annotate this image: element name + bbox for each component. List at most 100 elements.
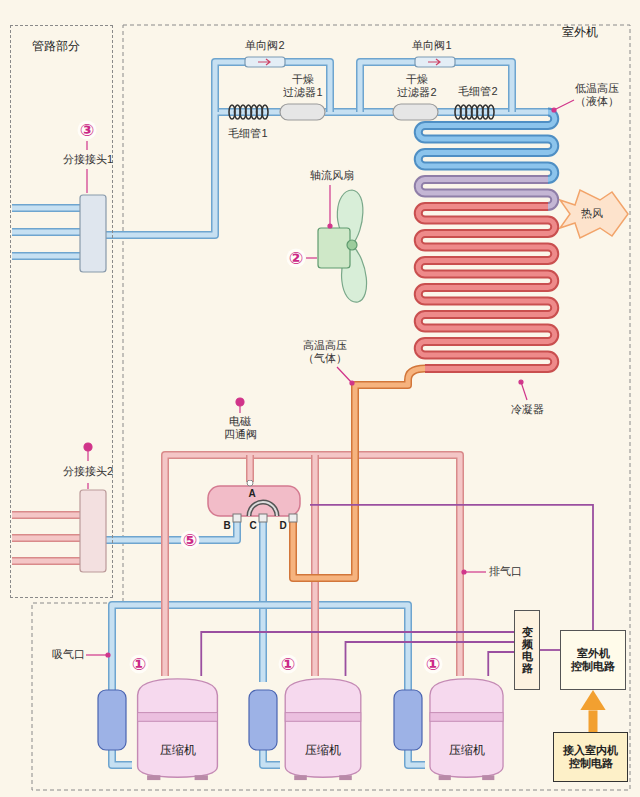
leader-line (239, 406, 240, 413)
refrigerant-pipe (12, 536, 80, 541)
leader-line (554, 100, 574, 110)
axial-fan (318, 228, 350, 268)
part-label: 分接接头1 (63, 153, 113, 166)
refrigerant-pipe (12, 228, 80, 236)
part-label: 吸气口 (52, 648, 85, 661)
refrigerant-pipe (106, 522, 237, 540)
callout-number: ① (279, 655, 298, 674)
box-label: 接入室内机 控制电路 (563, 744, 618, 770)
leader-line (328, 224, 332, 228)
callout-number: ③ (78, 121, 97, 140)
compressor-body (285, 713, 361, 722)
compressor-body (138, 679, 218, 777)
compressor-body (439, 775, 451, 780)
refrigerant-pipe (12, 252, 80, 260)
check-valve (428, 59, 440, 65)
port-letter: B (223, 520, 230, 532)
refrigerant-pipe (408, 750, 425, 765)
box-label: 变频电路 (522, 626, 533, 674)
refrigerant-pipe (12, 254, 80, 259)
check-valve (258, 59, 270, 65)
part-label: 单向阀1 (412, 39, 451, 52)
capillary-tube (229, 105, 494, 119)
accumulator (98, 690, 126, 750)
leader-line (84, 100, 574, 657)
part-label: 热风 (581, 207, 603, 220)
branch-joint (80, 490, 106, 572)
compressor-body (339, 775, 352, 780)
valve-body (249, 502, 277, 516)
inverter-box: 变频电路 (514, 610, 540, 690)
part-label: 冷凝器 (511, 403, 544, 416)
box-label: 室外机 控制电路 (571, 647, 615, 673)
condenser-coil (425, 364, 548, 373)
refrigerant-pipe (12, 534, 80, 542)
accumulator (394, 690, 422, 750)
condenser-coil (425, 366, 548, 371)
leader-line (519, 380, 523, 384)
control-box: 室外机 控制电路 (560, 630, 626, 690)
check-valve (245, 57, 455, 67)
valve-body (289, 514, 297, 522)
leader-line (521, 382, 527, 400)
region-box: 管路部分 (10, 25, 113, 598)
refrigerant-pipe (106, 522, 237, 540)
valve-body (208, 486, 300, 516)
refrigerant-pipe (293, 369, 425, 579)
condenser-coil (548, 112, 555, 126)
condenser-coil (425, 355, 555, 369)
heat-arrow (560, 190, 628, 238)
compressor-body (482, 775, 494, 780)
compressor: 压缩机 (278, 676, 368, 782)
refrigerant-pipe (12, 511, 80, 519)
refrigerant-pipe (263, 750, 280, 765)
region-label: 管路部分 (32, 39, 80, 53)
accumulator (98, 690, 422, 750)
drier-filter (280, 104, 325, 120)
drier-filter (280, 104, 438, 120)
refrigerant-pipe (12, 206, 80, 211)
refrigerant-pipe (12, 559, 80, 564)
part-label: 高温高压 （气体） (303, 339, 347, 365)
compressor-body (138, 713, 218, 722)
leader-line (337, 367, 352, 383)
leader-line (236, 398, 244, 406)
refrigerant-pipe (293, 369, 425, 579)
drier-filter (393, 104, 438, 120)
refrigerant-pipe (12, 513, 80, 518)
part-label: 压缩机 (160, 743, 196, 757)
part-label: 低温高压 （液体） (575, 82, 619, 108)
compressor-body (147, 775, 160, 780)
refrigerant-pipe (12, 204, 80, 212)
connector-layer (201, 505, 593, 732)
valve-body (249, 502, 277, 516)
check-valve (245, 57, 285, 67)
compressor: 压缩机 (423, 676, 510, 782)
condenser-coil (425, 355, 555, 369)
leader-line (86, 141, 87, 150)
part-label: 排气口 (489, 565, 522, 578)
part-label: 压缩机 (305, 743, 341, 757)
refrigerant-pipe (112, 750, 132, 765)
condenser-coil (548, 112, 555, 126)
refrigerant-pipe (408, 750, 425, 765)
refrigerant-pipe (12, 557, 80, 565)
control-wire (310, 505, 593, 630)
region-label: 室外机 (562, 25, 598, 39)
leader-line (329, 185, 330, 226)
control-wire (201, 632, 514, 676)
callout-number: ① (130, 655, 149, 674)
part-label: 干燥 过滤器2 (397, 73, 436, 99)
leader-line (87, 483, 88, 489)
port-letter: C (249, 520, 256, 532)
leader-line (306, 257, 317, 258)
heat-arrow (560, 190, 628, 238)
leader-line (106, 653, 110, 657)
region-outline (32, 25, 630, 790)
check-valve (415, 57, 455, 67)
control-wire (540, 649, 560, 651)
condenser-coil (418, 112, 555, 369)
compressor-body (423, 676, 510, 782)
